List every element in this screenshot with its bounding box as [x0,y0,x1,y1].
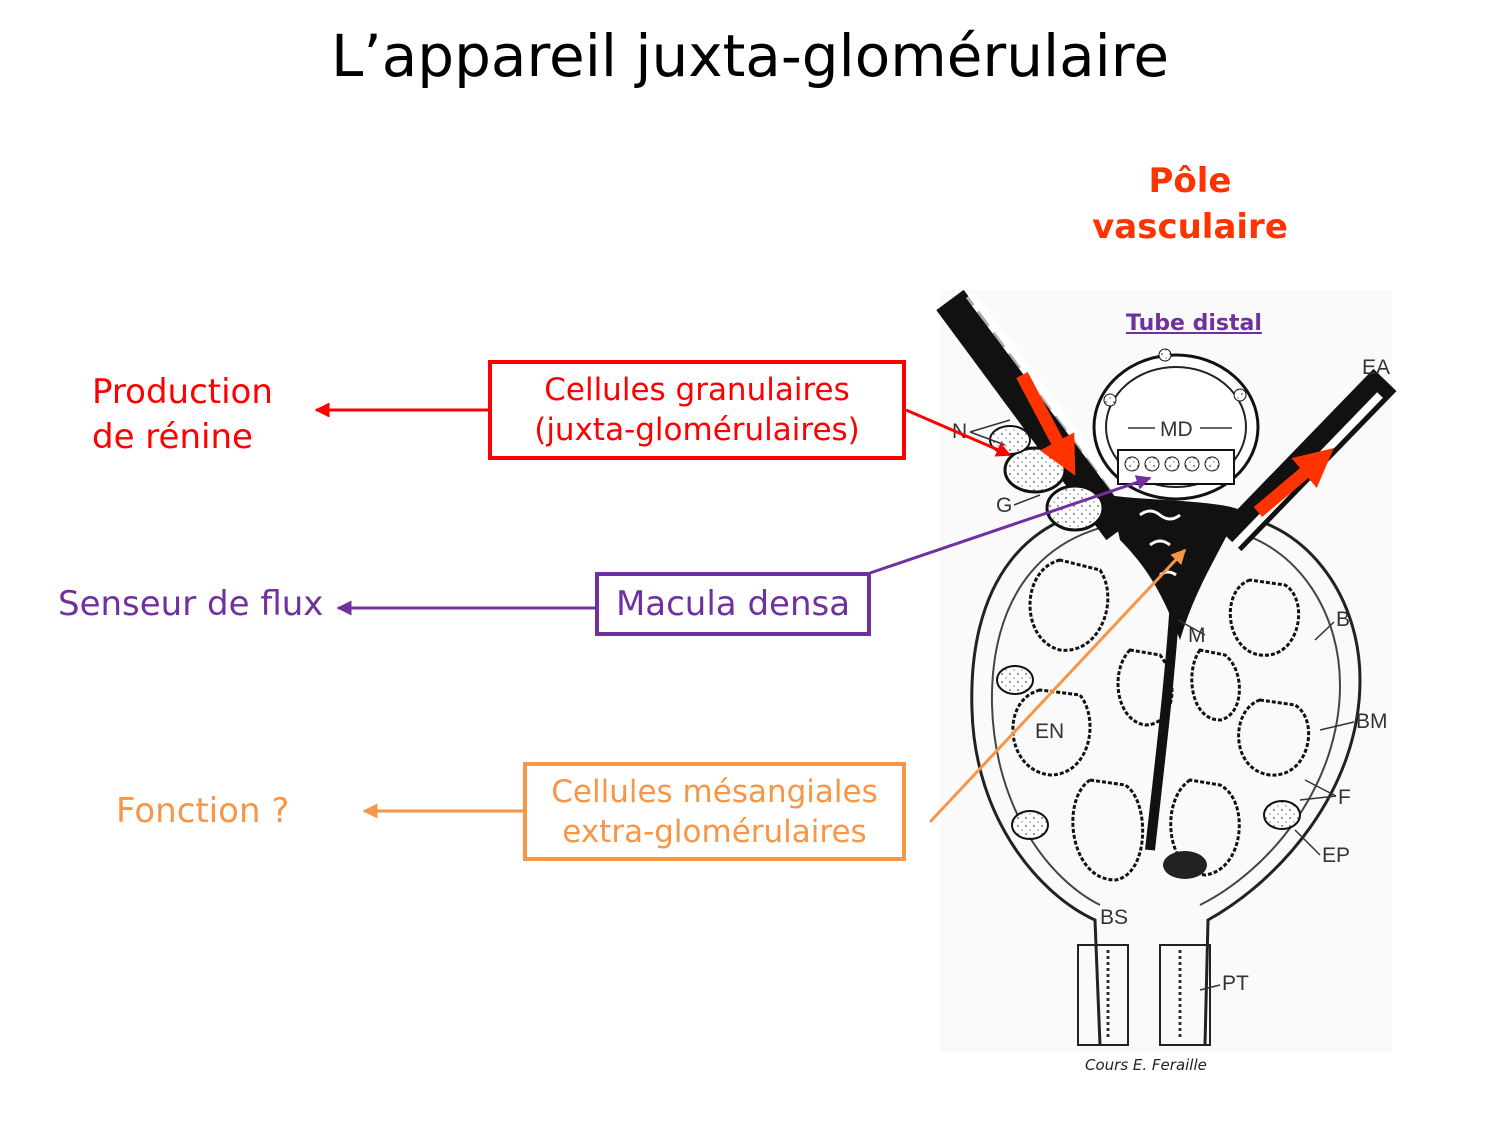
tubule-nucleus-right [1233,388,1247,402]
macula-text: Macula densa [615,584,851,624]
mesangial-line-2: extra-glomérulaires [562,813,867,850]
afferent-flow-arrow [1016,371,1076,476]
tubule-nucleus-top [1158,348,1172,362]
efferent-flow-arrow [1253,447,1334,517]
mesangial-stalk [1145,599,1180,851]
podocyte-1 [996,665,1034,695]
anat-label-g: G [996,494,1012,517]
renin-production-label: Production de rénine [92,370,273,460]
pole-line-2: vasculaire [1092,207,1288,247]
podocyte-2 [1011,810,1049,840]
proximal-tubule-left [1077,944,1129,1046]
anat-leader-lines [969,419,1355,991]
anat-label-m: M [1188,624,1206,647]
anat-label-b: B [1336,608,1350,631]
podocyte-3 [1263,800,1301,830]
pole-vasculaire-label: Pôle vasculaire [1080,158,1300,250]
anat-label-bs: BS [1100,906,1128,929]
macula-densa-cells [1117,449,1235,485]
function-question-label: Fonction ? [116,791,290,831]
bowman-inner-layer [990,519,1342,906]
tube-distal-label: Tube distal [1126,311,1262,336]
capillary-loops [1011,558,1311,882]
macula-densa-box: Macula densa [595,572,871,636]
anat-label-f: F [1338,786,1351,809]
pole-line-1: Pôle [1148,161,1232,201]
renin-line-1: Production [92,372,273,412]
brush-border [1106,950,1182,1040]
anat-label-ea: EA [1362,356,1390,379]
anat-label-md: MD [1160,418,1193,441]
anat-label-n: N [952,420,967,443]
afferent-lumen [966,292,1139,518]
podocyte-4 [1163,851,1207,879]
granular-cell-2 [1045,484,1105,532]
flux-sensor-label: Senseur de flux [58,584,324,624]
granular-line-1: Cellules granulaires [544,372,850,408]
mesangial-line-1: Cellules mésangiales [551,773,878,810]
credit-text: Cours E. Feraille [1085,1056,1207,1074]
anat-label-pt: PT [1222,972,1249,995]
anat-label-ep: EP [1322,844,1350,867]
granular-cells-box: Cellules granulaires (juxta-glomérulaire… [488,360,906,460]
bowman-capsule [970,503,1362,1046]
macula-pointer-arrow [869,475,1152,575]
mesangial-cells-box: Cellules mésangiales extra-glomérulaires [523,762,906,861]
renin-line-2: de rénine [92,417,253,457]
tubule-nucleus-left [1103,393,1117,407]
glomerulus-drawing: N G MD EA M B BM EN F EP BS PT [936,289,1397,1052]
anat-label-bm: BM [1356,710,1388,733]
page-title: L’appareil juxta-glomérulaire [330,22,1170,90]
distal-tubule-lumen [1105,366,1247,488]
granular-pointer-arrow [905,408,1012,457]
anat-label-en: EN [1035,720,1064,743]
granular-line-2: (juxta-glomérulaires) [534,412,860,448]
proximal-tubule-right [1159,944,1211,1046]
extraglomerular-mesangium [1110,495,1240,640]
mesangial-pointer-arrow [928,548,1187,824]
